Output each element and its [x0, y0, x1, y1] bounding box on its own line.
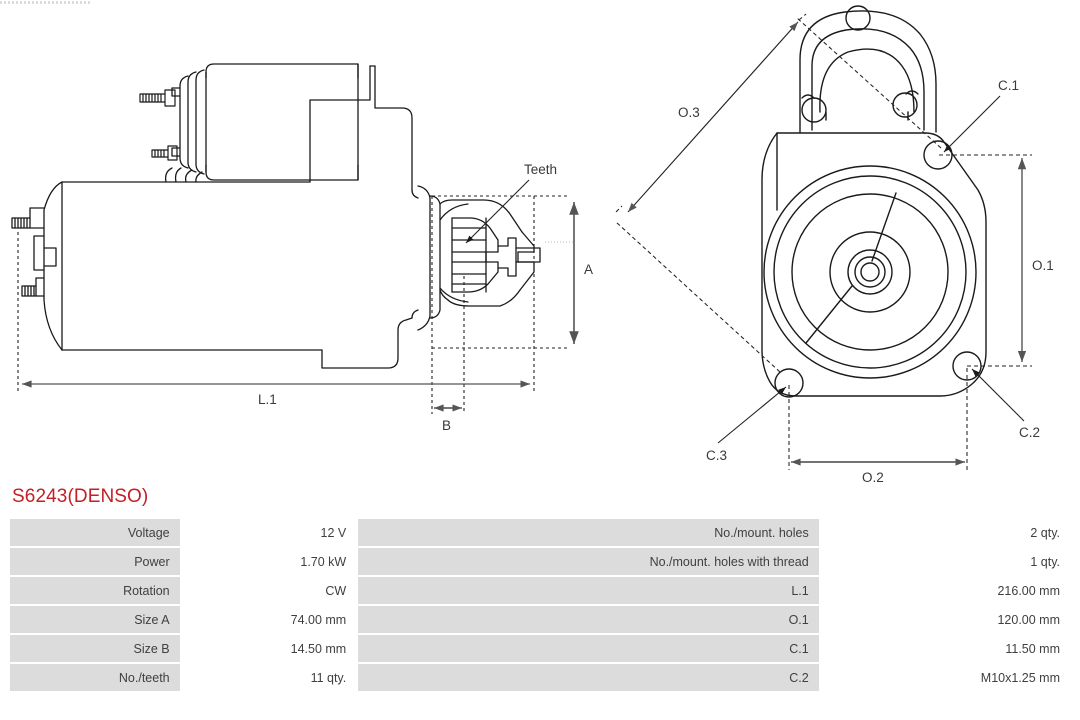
- spec-value: 2 qty.: [820, 519, 1070, 546]
- mount-hole-c3: [774, 368, 804, 398]
- spec-value: CW: [181, 577, 357, 604]
- spec-label: Rotation: [10, 577, 180, 604]
- spec-value: M10x1.25 mm: [820, 664, 1070, 691]
- end-view-body: [761, 5, 987, 398]
- dim-label-l1: L.1: [258, 392, 277, 407]
- spec-value: 12 V: [181, 519, 357, 546]
- spec-label: No./mount. holes: [358, 519, 819, 546]
- end-view-dimensions: O.3 O.1 O.2 C.1 C.2 C.3: [615, 13, 1054, 482]
- spec-label: O.1: [358, 606, 819, 633]
- table-row: Size A 74.00 mm O.1 120.00 mm: [10, 606, 1070, 633]
- spec-label: No./mount. holes with thread: [358, 548, 819, 575]
- dim-label-a: A: [584, 262, 593, 277]
- spec-value: 120.00 mm: [820, 606, 1070, 633]
- specification-table: Voltage 12 V No./mount. holes 2 qty. Pow…: [8, 517, 1072, 693]
- dim-label-o3: O.3: [678, 105, 700, 120]
- spec-value: 1.70 kW: [181, 548, 357, 575]
- dim-label-o2: O.2: [862, 470, 884, 482]
- table-row: Voltage 12 V No./mount. holes 2 qty.: [10, 519, 1070, 546]
- spec-value: 14.50 mm: [181, 635, 357, 662]
- table-row: No./teeth 11 qty. C.2 M10x1.25 mm: [10, 664, 1070, 691]
- spec-label: Size B: [10, 635, 180, 662]
- spec-label: C.2: [358, 664, 819, 691]
- part-title: S6243(DENSO): [12, 486, 149, 507]
- spec-value: 1 qty.: [820, 548, 1070, 575]
- top-left-dotted-artifact: [0, 1, 92, 4]
- spec-table-body: Voltage 12 V No./mount. holes 2 qty. Pow…: [10, 519, 1070, 691]
- spec-value: 11 qty.: [181, 664, 357, 691]
- side-view-dimensions: L.1 A B Teeth: [17, 162, 593, 433]
- spec-value: 216.00 mm: [820, 577, 1070, 604]
- dim-label-teeth: Teeth: [524, 162, 557, 177]
- spec-label: Voltage: [10, 519, 180, 546]
- dim-label-o1: O.1: [1032, 258, 1054, 273]
- table-row: Rotation CW L.1 216.00 mm: [10, 577, 1070, 604]
- spec-label: No./teeth: [10, 664, 180, 691]
- side-view-body: [11, 63, 541, 369]
- table-row: Power 1.70 kW No./mount. holes with thre…: [10, 548, 1070, 575]
- spec-label: Power: [10, 548, 180, 575]
- spec-value: 74.00 mm: [181, 606, 357, 633]
- dim-label-c2: C.2: [1019, 425, 1040, 440]
- dim-label-c3: C.3: [706, 448, 727, 463]
- dim-label-c1: C.1: [998, 78, 1019, 93]
- table-row: Size B 14.50 mm C.1 11.50 mm: [10, 635, 1070, 662]
- spec-label: C.1: [358, 635, 819, 662]
- dim-label-b: B: [442, 418, 451, 433]
- technical-drawings-area: L.1 A B Teeth: [11, 5, 1054, 482]
- spec-value: 11.50 mm: [820, 635, 1070, 662]
- spec-label: Size A: [10, 606, 180, 633]
- spec-label: L.1: [358, 577, 819, 604]
- mount-hole-c1: [923, 140, 953, 170]
